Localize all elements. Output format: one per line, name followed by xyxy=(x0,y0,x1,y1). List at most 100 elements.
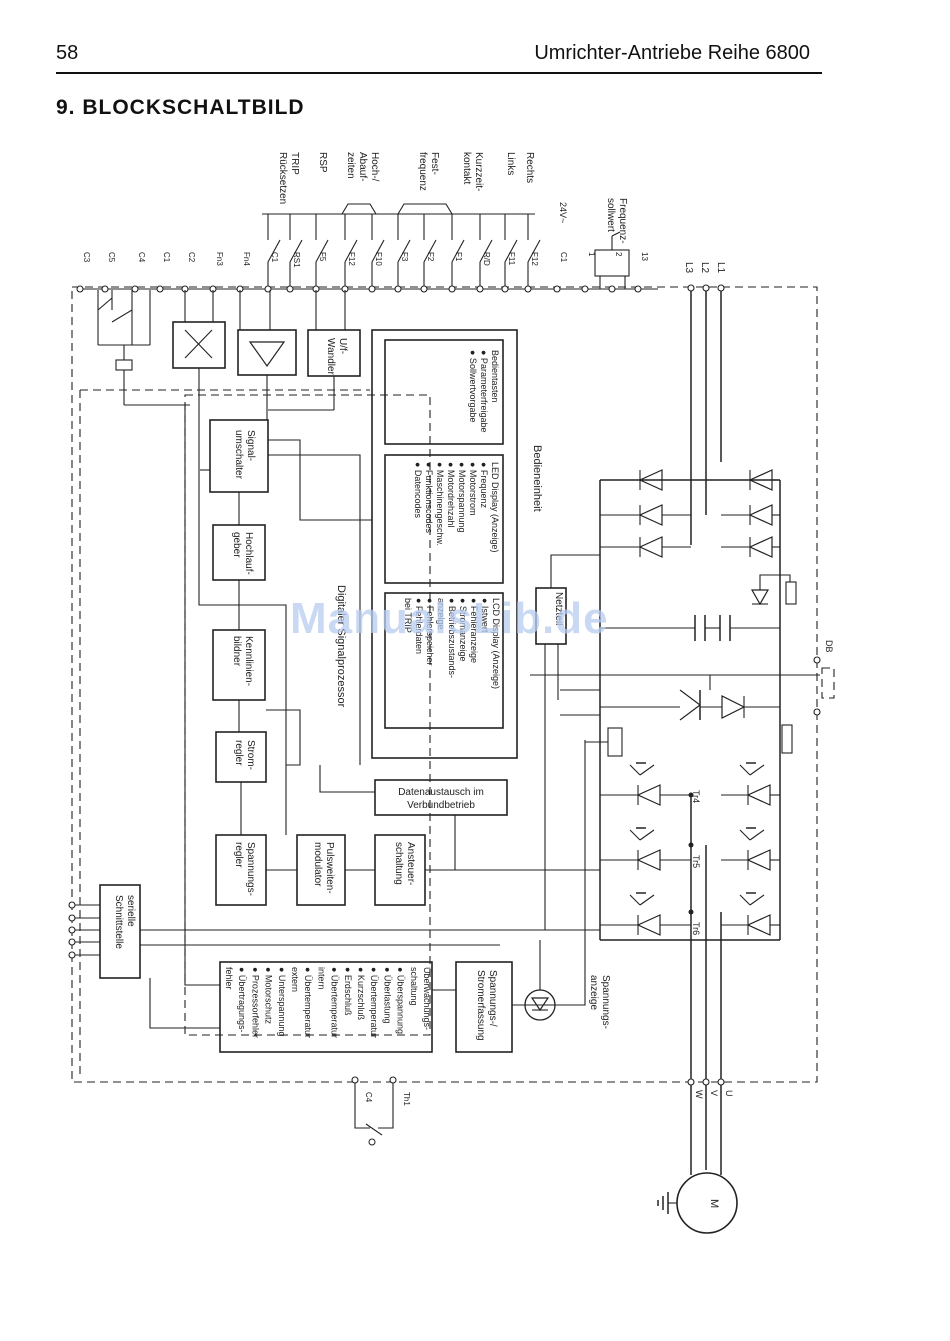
panel-line: LCD Display (Anzeige) xyxy=(491,598,501,689)
dc-link-capacitor xyxy=(600,615,780,641)
label-rechts: Rechts xyxy=(524,152,535,183)
terminal-label: C1 xyxy=(162,252,171,263)
terminal-label: F5 xyxy=(318,252,327,262)
data-exchange-block xyxy=(374,779,508,816)
terminal-label: F2 xyxy=(426,252,435,262)
signal-label-1: Signal- xyxy=(245,430,256,461)
terminal-label: F10 xyxy=(374,252,383,266)
tr5-label: Tr5 xyxy=(691,855,701,868)
switch-blade xyxy=(267,239,281,263)
label-frequenz-1: Frequenz- xyxy=(617,198,628,244)
terminal-label: F1 xyxy=(454,252,463,262)
label-frequenz-2: sollwert xyxy=(605,198,616,232)
igbt-emitter xyxy=(749,829,765,841)
panel-line: schaltung xyxy=(409,967,419,1006)
bedien-label: Bedieneinheit xyxy=(531,445,543,512)
panel-line: ● Motorspannung xyxy=(457,462,467,532)
tr4-label: Tr4 xyxy=(691,790,701,803)
panel-line: ● Übertemperatur xyxy=(330,967,340,1038)
kennlinien-label-2: bildner xyxy=(231,636,242,667)
top-terminal xyxy=(286,285,294,293)
panel-line: ● Übertemperatur xyxy=(369,967,379,1038)
tr6-label: Tr6 xyxy=(691,922,701,935)
igbt-collector xyxy=(629,829,641,841)
panel-line: ● Übertragungs- xyxy=(237,967,247,1032)
panel-line: anzeige xyxy=(436,598,446,630)
label-links: Links xyxy=(505,152,516,175)
panel-line: ● Motorstrom xyxy=(468,462,478,515)
panel-line: ● Überspannung xyxy=(396,967,406,1034)
terminal-label: F3 xyxy=(400,252,409,262)
panel-line: ● Fehlerdaten xyxy=(414,598,424,654)
frequency-potentiometer xyxy=(594,231,630,289)
document-title: Umrichter-Antriebe Reihe 6800 xyxy=(534,42,810,64)
chain-connections xyxy=(149,290,600,871)
voltage-indicator-led xyxy=(524,940,556,1021)
freewheel-diode xyxy=(636,849,661,871)
page-number: 58 xyxy=(56,42,79,64)
terminal-label: C1 xyxy=(559,252,568,263)
switch-blade xyxy=(451,239,465,263)
panel-line: bei TRIP xyxy=(403,598,413,633)
igbt-collector xyxy=(629,894,641,906)
dsp-label: Digitaler Signalprozessor xyxy=(335,585,347,708)
terminal-label: C3 xyxy=(82,252,91,263)
switch-blade xyxy=(479,239,493,263)
top-terminal xyxy=(553,285,561,293)
top-terminal xyxy=(131,285,139,293)
top-terminal xyxy=(476,285,484,293)
label-hoch-3: zeiten xyxy=(345,152,356,179)
panel-line: intern xyxy=(316,967,326,990)
switch-blade xyxy=(423,239,437,263)
monitoring-text: Überwachungs-schaltung● Überspannung● Üb… xyxy=(224,967,432,1038)
precharge-thyristor xyxy=(750,574,797,606)
label-fest-2: frequenz xyxy=(417,152,428,191)
panel-line: ● Erdschluß xyxy=(343,967,353,1016)
panel-line: ● Frequenz xyxy=(479,462,489,508)
terminal-label: C5 xyxy=(107,252,116,263)
input-switches xyxy=(267,214,541,286)
current-sensors xyxy=(585,724,793,757)
mains-l3: L3 xyxy=(683,262,694,274)
spannungsanzeige-1: Spannungs- xyxy=(600,975,611,1029)
panel-line: ● Betriebszustands- xyxy=(447,598,457,678)
panel-line: ● Übertemperatur xyxy=(303,967,313,1038)
ansteuer-label-1: Ansteuer- xyxy=(405,842,416,885)
freewheel-diode xyxy=(746,784,771,806)
brake-resistor-terminals: DB xyxy=(813,640,835,716)
terminal-label: 2 xyxy=(614,252,623,257)
panel-line: ● Istwert xyxy=(480,598,490,633)
panel-line: ● Fehlerspeicher xyxy=(425,598,435,665)
puls-label-2: modulator xyxy=(312,842,323,887)
terminal-label: F12 xyxy=(530,252,539,266)
igbt-collector xyxy=(739,829,751,841)
panel-line: ● Sollwertvorgabe xyxy=(468,350,478,422)
panel-line: ● Motordrehzahl xyxy=(446,462,456,527)
netzteil-label: Netzteil xyxy=(553,592,564,625)
top-terminal xyxy=(156,285,164,293)
label-hoch-2: Abauf- xyxy=(357,152,368,181)
hochlauf-label-1: Hochlauf- xyxy=(243,532,254,575)
panel-line: LED Display (Anzeige) xyxy=(490,462,500,553)
panel-line: ● Überlastung xyxy=(382,967,392,1023)
daten-label-1: Datenaustausch im xyxy=(398,787,484,798)
panel-line: ● Stromanzeige xyxy=(458,598,468,661)
label-kurzzeit-2: kontakt xyxy=(461,152,472,184)
uf-label-1: U/f- xyxy=(337,338,348,354)
switch-blade xyxy=(527,239,541,263)
inverter-bridge xyxy=(600,762,780,936)
header-rule xyxy=(56,72,822,74)
strom-label-2: regler xyxy=(233,740,244,766)
panel-line: ● Prozessorfehler xyxy=(250,967,260,1038)
relay-contacts xyxy=(97,290,190,406)
signal-label-2: umschalter xyxy=(233,430,244,480)
strom-label-1: Strom- xyxy=(245,740,256,770)
control-unit-box xyxy=(371,329,518,759)
igbt-emitter xyxy=(639,829,655,841)
igbt-collector xyxy=(629,764,641,776)
watermark: ManualsLib.de xyxy=(290,594,609,643)
rectifier-diode xyxy=(748,504,773,526)
igbt-collector xyxy=(739,894,751,906)
terminal-label: Fn4 xyxy=(242,252,251,266)
